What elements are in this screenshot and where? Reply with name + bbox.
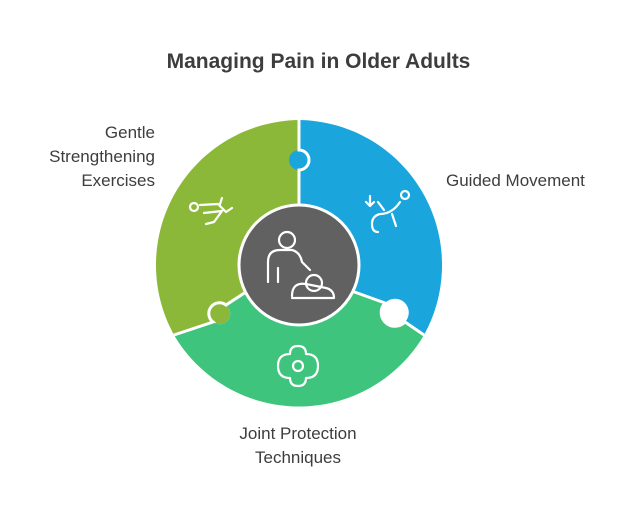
label-line: Joint Protection — [239, 424, 357, 443]
label-line: Techniques — [254, 448, 341, 467]
diagram-title: Managing Pain in Older Adults — [166, 50, 471, 73]
segment-blue — [289, 120, 443, 335]
label-guided-movement: Guided Movement — [446, 169, 636, 193]
segment-green — [155, 120, 309, 335]
label-line: Exercises — [81, 171, 155, 190]
label-joint-protection-techniques: Joint Protection Techniques — [198, 422, 398, 470]
caregiver-patient-icon — [266, 230, 336, 300]
label-line: Guided Movement — [446, 171, 585, 190]
segment-teal — [174, 290, 424, 407]
label-line: Strengthening — [49, 147, 155, 166]
center-circle — [237, 203, 361, 327]
exercise-figure-icon — [188, 196, 234, 226]
label-line: Gentle — [104, 123, 155, 142]
label-gentle-strengthening-exercises: Gentle Strengthening Exercises — [20, 121, 155, 193]
joint-protection-icon — [276, 344, 320, 388]
stretching-figure-icon — [364, 189, 411, 234]
